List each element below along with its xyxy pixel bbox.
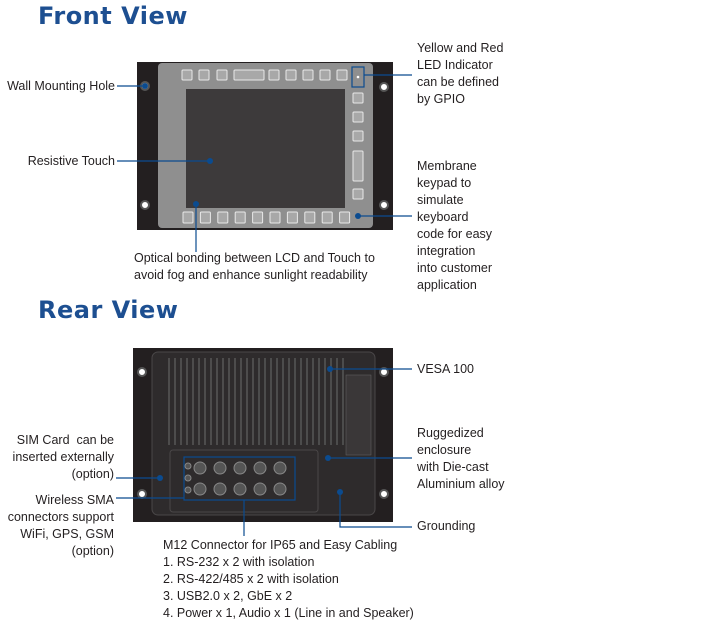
wireless-sma-connector — [184, 462, 192, 470]
optical-bonding-label: Optical bonding between LCD and Touch to… — [134, 251, 375, 282]
membrane-key — [302, 69, 314, 81]
membrane-key — [352, 188, 364, 200]
m12-connector — [193, 461, 207, 475]
resistive-touch-label: Resistive Touch — [27, 154, 115, 168]
m12-connector — [233, 482, 247, 496]
membrane-key — [216, 69, 228, 81]
membrane-key-1 — [182, 211, 194, 224]
m12-connector — [213, 482, 227, 496]
front-panel — [137, 62, 393, 230]
m12-connector-label: M12 Connector for IP65 and Easy Cabling … — [163, 538, 414, 620]
membrane-key — [352, 111, 364, 123]
front-view-title: Front View — [38, 2, 188, 30]
m12-connector — [233, 461, 247, 475]
m12-connector — [213, 461, 227, 475]
wall-mount-label: Wall Mounting Hole — [7, 79, 115, 93]
membrane-key — [352, 92, 364, 104]
membrane-key — [285, 69, 297, 81]
wireless-sma-label: Wireless SMA connectors support WiFi, GP… — [7, 493, 114, 558]
membrane-key — [319, 69, 331, 81]
led-indicator-label: Yellow and Red LED Indicator can be defi… — [417, 41, 504, 106]
product-label — [345, 374, 372, 456]
membrane-key-5 — [252, 211, 264, 224]
membrane-key-7 — [286, 211, 298, 224]
rear-panel — [133, 348, 393, 522]
membrane-key — [268, 69, 280, 81]
membrane-key-3 — [217, 211, 229, 224]
vesa-label: VESA 100 — [417, 362, 474, 376]
led-indicator-box — [351, 66, 365, 88]
wireless-sma-connector — [184, 474, 192, 482]
m12-connector-box — [183, 456, 296, 501]
membrane-key — [181, 69, 193, 81]
m12-connector — [253, 461, 267, 475]
m12-connector — [253, 482, 267, 496]
m12-connector — [273, 461, 287, 475]
membrane-key — [352, 130, 364, 142]
m12-connector — [193, 482, 207, 496]
callout-dots — [142, 83, 361, 495]
m12-connector — [273, 482, 287, 496]
touch-screen — [186, 89, 345, 208]
membrane-key-9 — [321, 211, 333, 224]
wireless-sma-connector — [184, 486, 192, 494]
enclosure-label: Ruggedized enclosure with Die-cast Alumi… — [417, 426, 505, 491]
sim-card-label: SIM Card can be inserted externally (opt… — [12, 433, 114, 481]
rear-view-title: Rear View — [38, 296, 179, 324]
membrane-keypad-label: Membrane keypad to simulate keyboard cod… — [417, 159, 493, 292]
membrane-key-8 — [304, 211, 316, 224]
membrane-key-0 — [339, 211, 351, 224]
membrane-key — [352, 150, 364, 182]
membrane-key — [336, 69, 348, 81]
callout-lines — [116, 74, 412, 536]
grounding-label: Grounding — [417, 519, 476, 533]
membrane-key — [233, 69, 265, 81]
membrane-key-4 — [234, 211, 246, 224]
membrane-key-2 — [199, 211, 211, 224]
membrane-key — [198, 69, 210, 81]
membrane-key-6 — [269, 211, 281, 224]
